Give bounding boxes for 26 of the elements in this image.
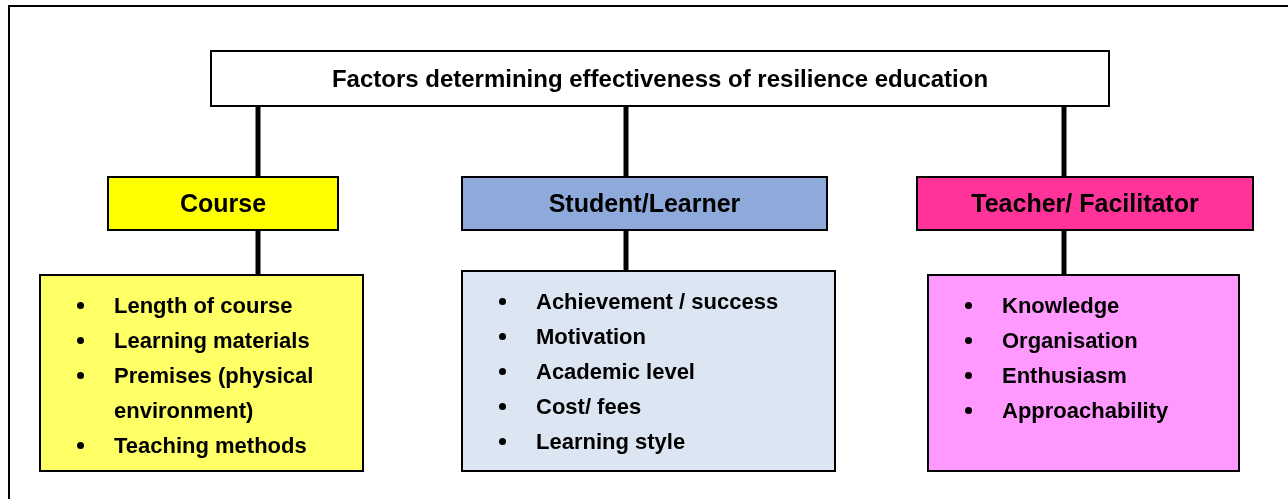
category-box: Course: [107, 176, 339, 231]
title-box: Factors determining effectiveness of resilience education: [210, 50, 1110, 107]
factor-item: Approachability: [1002, 397, 1169, 425]
factor-list-box: [39, 274, 364, 472]
factor-item: Cost/ fees: [536, 393, 642, 421]
category-box: Teacher/ Facilitator: [916, 176, 1254, 231]
connector-line: [1061, 231, 1067, 274]
factor-item: Teaching methods: [114, 432, 307, 460]
factor-item: Premises (physical environment): [114, 362, 315, 425]
factor-item: Length of course: [114, 292, 293, 320]
factor-item: Enthusiasm: [1002, 362, 1127, 390]
connector-line: [623, 231, 629, 270]
category-box: Student/Learner: [461, 176, 828, 231]
factor-item: Academic level: [536, 358, 695, 386]
factor-item: Knowledge: [1002, 292, 1120, 320]
factor-item: Achievement / success: [536, 288, 779, 316]
factor-item: Learning style: [536, 428, 686, 456]
factor-item: Learning materials: [114, 327, 310, 355]
connector-line: [623, 107, 629, 176]
connector-line: [255, 107, 261, 176]
factor-item: Motivation: [536, 323, 646, 351]
factor-list-box: [461, 270, 836, 472]
factor-item: Organisation: [1002, 327, 1138, 355]
connector-line: [1061, 107, 1067, 176]
factor-list-box: [927, 274, 1240, 472]
connector-line: [255, 231, 261, 274]
